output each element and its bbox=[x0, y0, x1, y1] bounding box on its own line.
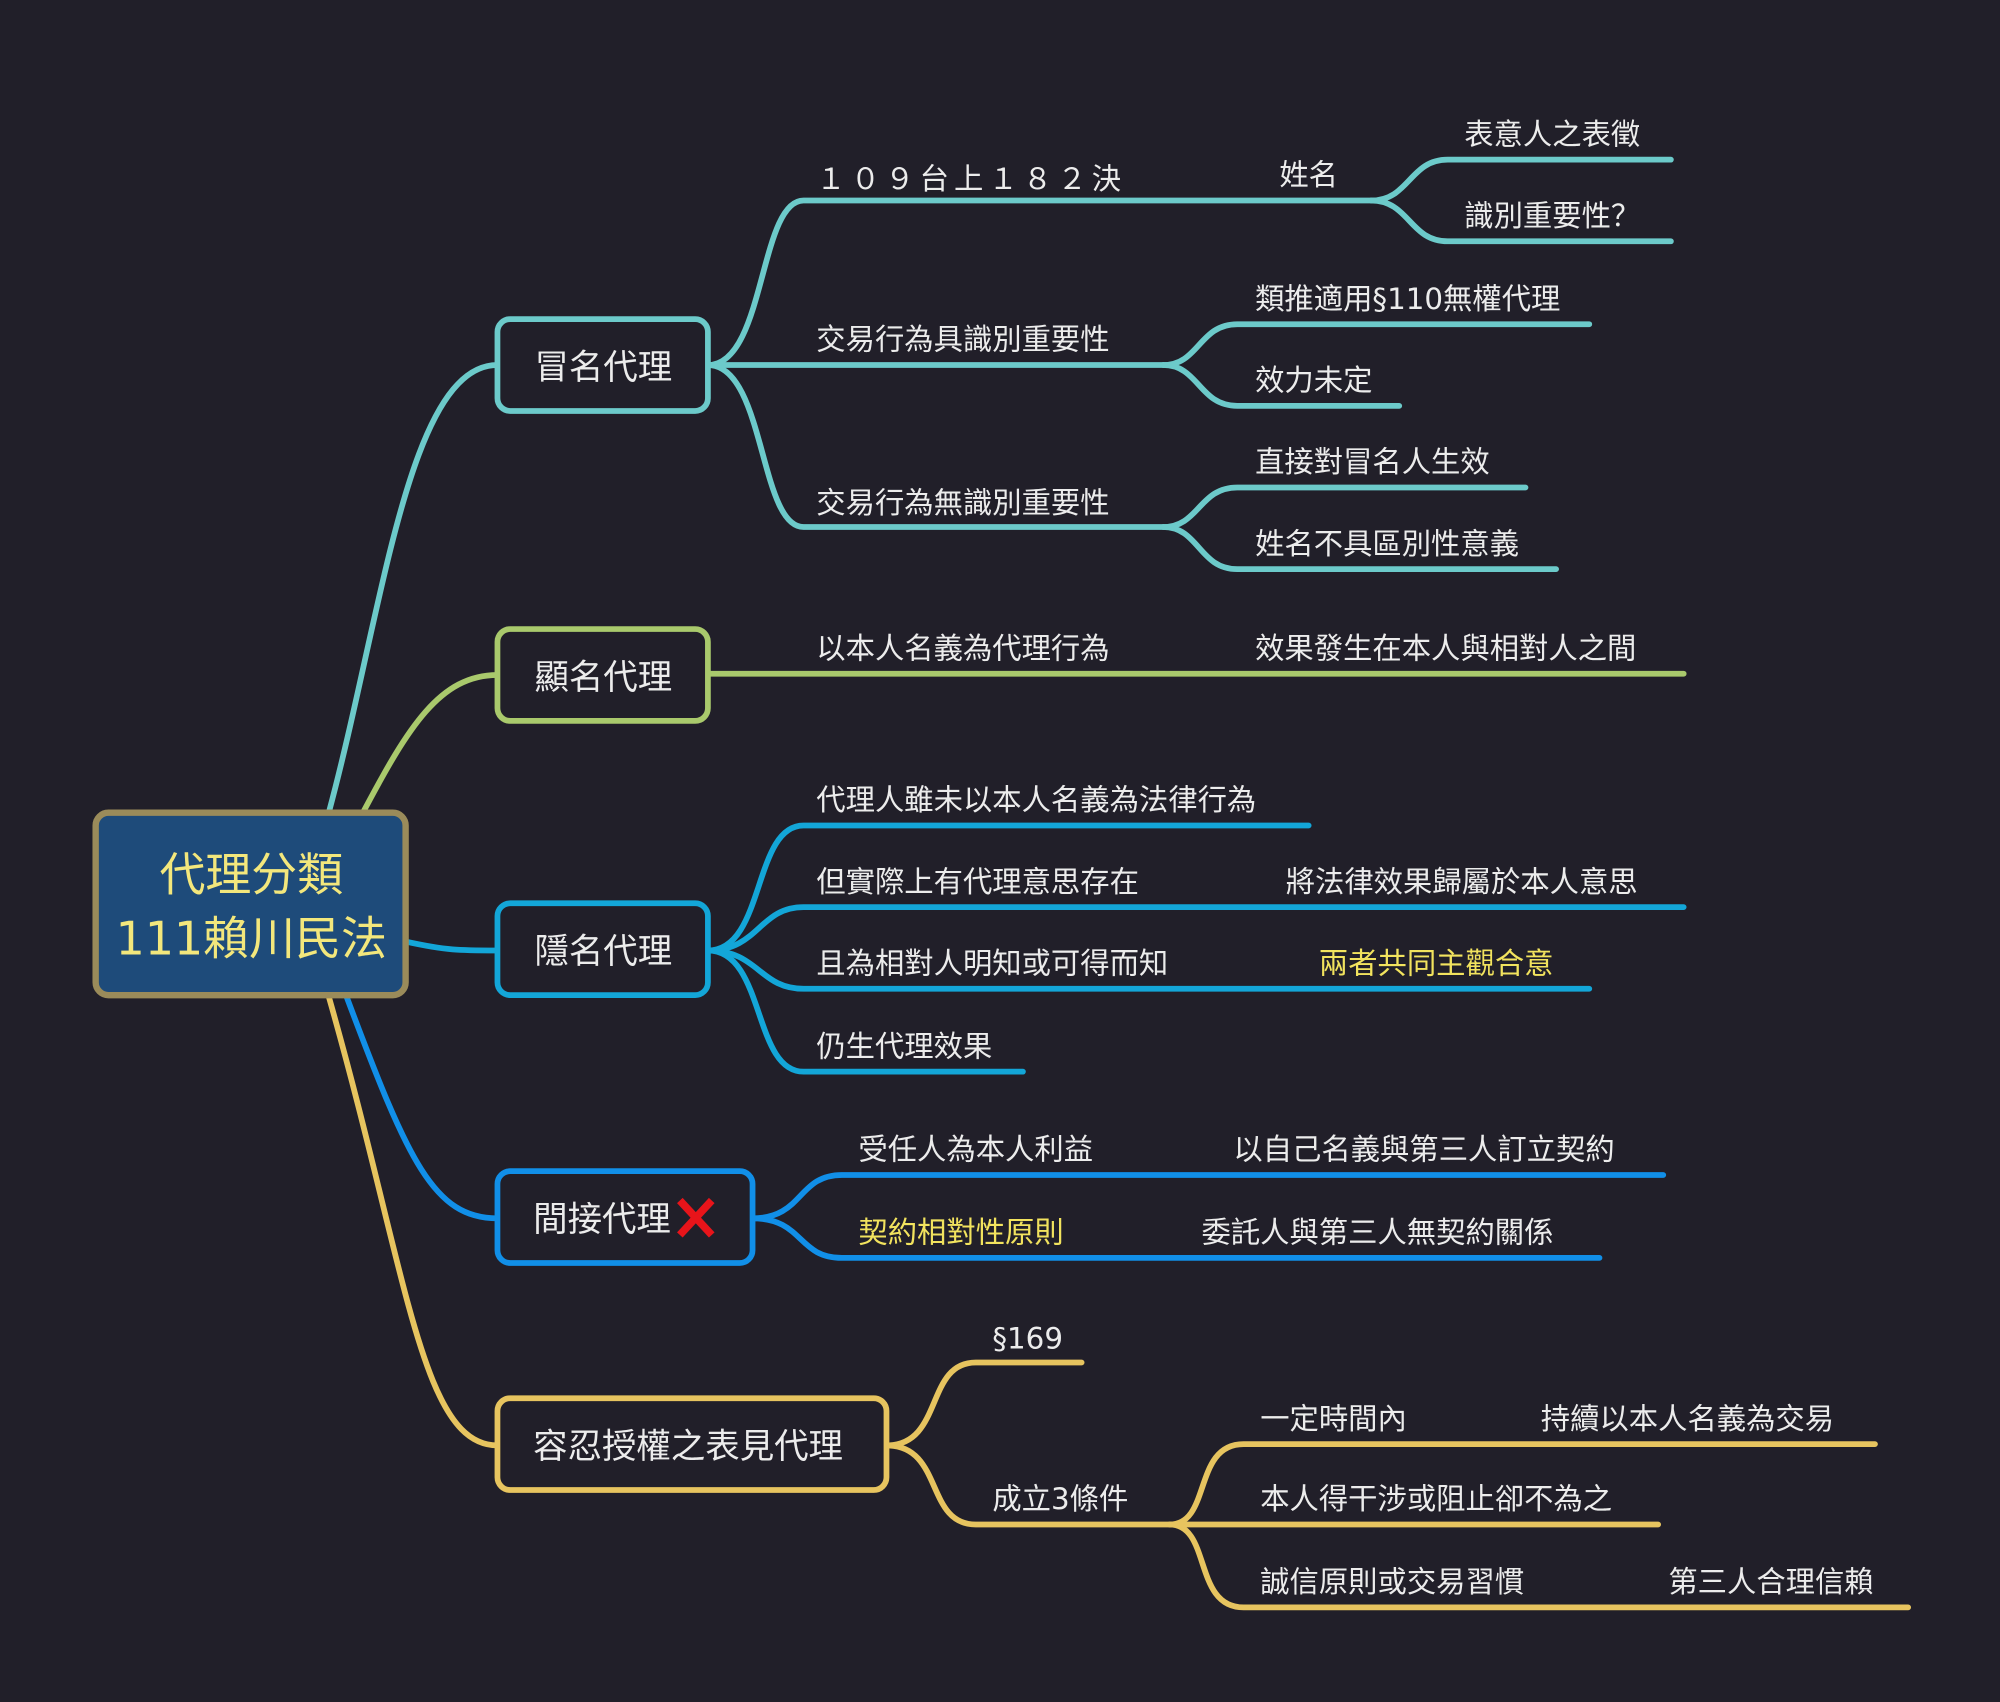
conditions-label: 成立3條件 bbox=[992, 1482, 1128, 1516]
edge-indirect-1 bbox=[749, 1172, 1667, 1222]
edge-nsig-c1 bbox=[1160, 484, 1529, 530]
cross-icon bbox=[677, 1197, 715, 1238]
node-impersonation-label: 冒名代理 bbox=[534, 348, 672, 388]
indirect-item-1: 受任人為本人利益 bbox=[858, 1133, 1093, 1167]
node-impersonation[interactable]: 冒名代理 bbox=[494, 316, 711, 414]
significant-label: 交易行為具識別重要性 bbox=[816, 323, 1109, 357]
edge-cond-1 bbox=[1166, 1441, 1878, 1528]
indirect-item-2: 契約相對性原則 bbox=[858, 1216, 1063, 1250]
undisclosed-item-1: 代理人雖未以本人名義為法律行為 bbox=[816, 783, 1256, 817]
connector-indirect bbox=[344, 994, 501, 1222]
edge-sig-c2 bbox=[1160, 362, 1403, 409]
not-significant-child-1: 直接對冒名人生效 bbox=[1255, 445, 1490, 479]
edge-article bbox=[883, 1359, 1085, 1449]
node-disclosed-label: 顯名代理 bbox=[534, 658, 672, 698]
node-indirect[interactable]: 間接代理 bbox=[494, 1168, 756, 1266]
edge-undisclosed-1 bbox=[705, 822, 1312, 954]
root-title: 代理分類 bbox=[159, 848, 343, 902]
edge-undisclosed-4 bbox=[705, 947, 1026, 1075]
undisclosed-note-2: 將法律效果歸屬於本人意思 bbox=[1286, 865, 1638, 899]
edge-not-significant bbox=[705, 362, 1167, 530]
connector-impersonation bbox=[326, 362, 501, 815]
edge-case-c1 bbox=[1368, 156, 1674, 204]
case-child-2: 識別重要性？ bbox=[1464, 199, 1640, 233]
not-significant-label: 交易行為無識別重要性 bbox=[816, 486, 1109, 520]
apparent-article: §169 bbox=[992, 1321, 1063, 1355]
condition-1: 一定時間內 bbox=[1260, 1402, 1407, 1436]
edge-case-c2 bbox=[1368, 197, 1674, 245]
node-apparent[interactable]: 容忍授權之表見代理 bbox=[494, 1395, 890, 1493]
connector-undisclosed bbox=[402, 938, 501, 954]
undisclosed-item-3: 且為相對人明知或可得而知 bbox=[816, 946, 1168, 980]
disclosed-effect: 效果發生在本人與相對人之間 bbox=[1255, 631, 1636, 665]
disclosed-item: 以本人名義為代理行為 bbox=[816, 631, 1109, 665]
condition-2: 本人得干涉或阻止卻不為之 bbox=[1260, 1482, 1612, 1516]
condition-3: 誠信原則或交易習慣 bbox=[1260, 1565, 1524, 1599]
root-subtitle: 111賴川民法 bbox=[116, 911, 387, 965]
significant-child-2: 效力未定 bbox=[1255, 364, 1372, 398]
condition-1-note: 持續以本人名義為交易 bbox=[1541, 1402, 1834, 1436]
node-disclosed[interactable]: 顯名代理 bbox=[494, 626, 711, 724]
edge-nsig-c2 bbox=[1160, 524, 1559, 572]
edge-sig-c1 bbox=[1160, 321, 1593, 368]
connector-apparent bbox=[326, 994, 501, 1449]
case-sub: 姓名 bbox=[1279, 158, 1338, 192]
significant-child-1: 類推適用§110無權代理 bbox=[1255, 282, 1560, 316]
edge-undisclosed-2 bbox=[705, 904, 1687, 954]
edge-conditions bbox=[883, 1442, 1173, 1528]
edge-indirect-2 bbox=[749, 1215, 1603, 1261]
node-undisclosed-label: 隱名代理 bbox=[534, 932, 672, 972]
indirect-note-1: 以自己名義與第三人訂立契約 bbox=[1233, 1133, 1614, 1167]
undisclosed-item-2: 但實際上有代理意思存在 bbox=[816, 865, 1139, 899]
undisclosed-note-3: 兩者共同主觀合意 bbox=[1319, 946, 1554, 980]
edge-case bbox=[705, 197, 1375, 368]
edge-cond-3 bbox=[1166, 1521, 1912, 1611]
root-node[interactable]: 代理分類 111賴川民法 bbox=[92, 809, 409, 999]
condition-3-note: 第三人合理信賴 bbox=[1668, 1565, 1873, 1599]
case-child-1: 表意人之表徵 bbox=[1464, 117, 1640, 151]
node-indirect-label: 間接代理 bbox=[533, 1200, 671, 1240]
not-significant-child-2: 姓名不具區別性意義 bbox=[1255, 527, 1519, 561]
node-undisclosed[interactable]: 隱名代理 bbox=[494, 900, 711, 999]
undisclosed-item-4: 仍生代理效果 bbox=[816, 1029, 992, 1063]
connector-disclosed bbox=[360, 672, 501, 815]
indirect-note-2: 委託人與第三人無契約關係 bbox=[1202, 1216, 1554, 1250]
node-apparent-label: 容忍授權之表見代理 bbox=[533, 1427, 843, 1467]
case-label: １０９台上１８２決 bbox=[816, 162, 1126, 196]
